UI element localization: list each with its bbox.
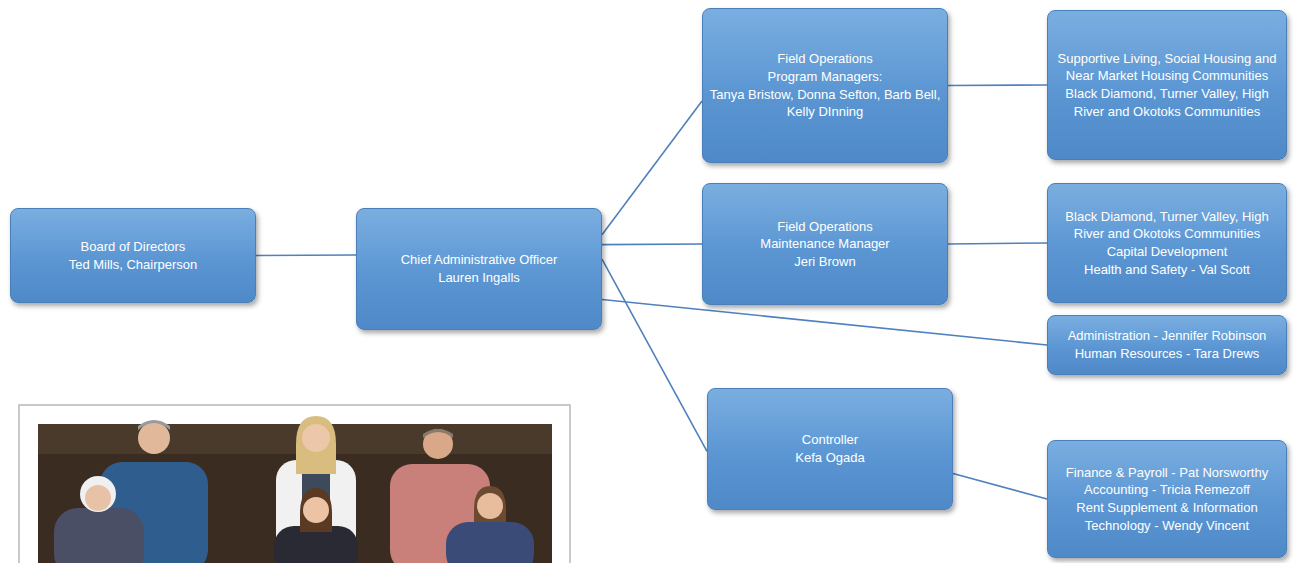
box-text: Jeri Brown xyxy=(794,253,855,271)
box-text: Black Diamond, Turner Valley, High River… xyxy=(1054,85,1280,120)
reporting-line xyxy=(948,243,1047,244)
person-hair xyxy=(300,488,332,532)
executive-box: Chief Administrative OfficerLauren Ingal… xyxy=(356,208,602,330)
box-heading: Board of Directors xyxy=(81,238,186,256)
person-hair xyxy=(138,420,170,430)
box-text: Capital Development xyxy=(1107,243,1228,261)
person-head xyxy=(85,485,111,511)
box-text: Kefa Ogada xyxy=(795,449,864,467)
reporting-line xyxy=(256,254,356,256)
manager-box: Field OperationsMaintenance ManagerJeri … xyxy=(702,183,948,305)
person-head xyxy=(138,422,170,454)
box-text: Lauren Ingalls xyxy=(438,269,520,287)
department-box: Finance & Payroll - Pat NorsworthyAccoun… xyxy=(1047,440,1287,558)
person-head xyxy=(477,493,503,519)
box-text: Maintenance Manager xyxy=(760,235,889,253)
box-text: Program Managers: xyxy=(768,68,883,86)
person-body xyxy=(54,508,144,563)
person-head xyxy=(303,497,329,523)
reporting-line xyxy=(602,101,702,235)
manager-box: ControllerKefa Ogada xyxy=(707,388,953,510)
person-hair xyxy=(80,476,116,512)
reporting-line xyxy=(602,300,1047,346)
box-heading: Chief Administrative Officer xyxy=(401,251,558,269)
box-text: Tanya Bristow, Donna Sefton, Barb Bell, … xyxy=(709,86,941,121)
box-text: Ted Mills, Chairperson xyxy=(69,256,198,274)
photo-wall xyxy=(38,424,552,454)
reporting-line xyxy=(948,84,1047,86)
manager-box: Field OperationsProgram Managers:Tanya B… xyxy=(702,8,948,163)
reporting-line xyxy=(953,473,1047,499)
group-photo xyxy=(18,404,572,563)
box-heading: Administration - Jennifer Robinson xyxy=(1068,327,1267,345)
department-box: Supportive Living, Social Housing and Ne… xyxy=(1047,10,1287,160)
reporting-line xyxy=(602,243,702,245)
box-heading: Field Operations xyxy=(777,50,872,68)
person-head xyxy=(423,429,453,459)
box-heading: Supportive Living, Social Housing and Ne… xyxy=(1054,50,1280,85)
board-box: Board of DirectorsTed Mills, Chairperson xyxy=(10,208,256,303)
box-heading: Field Operations xyxy=(777,218,872,236)
person-hair xyxy=(423,429,453,438)
person-hair xyxy=(474,486,506,522)
box-text: Health and Safety - Val Scott xyxy=(1084,261,1250,279)
department-box: Administration - Jennifer RobinsonHuman … xyxy=(1047,315,1287,375)
box-heading: Black Diamond, Turner Valley, High River… xyxy=(1054,208,1280,243)
box-text: Accounting - Tricia Remezoff xyxy=(1084,481,1250,499)
box-heading: Controller xyxy=(802,431,858,449)
reporting-line xyxy=(602,259,707,451)
department-box: Black Diamond, Turner Valley, High River… xyxy=(1047,183,1287,303)
box-text: Rent Supplement & Information Technology… xyxy=(1054,499,1280,534)
person-head xyxy=(302,424,330,452)
person-hair xyxy=(296,416,336,474)
box-text: Human Resources - Tara Drews xyxy=(1075,345,1260,363)
box-heading: Finance & Payroll - Pat Norsworthy xyxy=(1066,464,1268,482)
person-body xyxy=(446,522,534,563)
